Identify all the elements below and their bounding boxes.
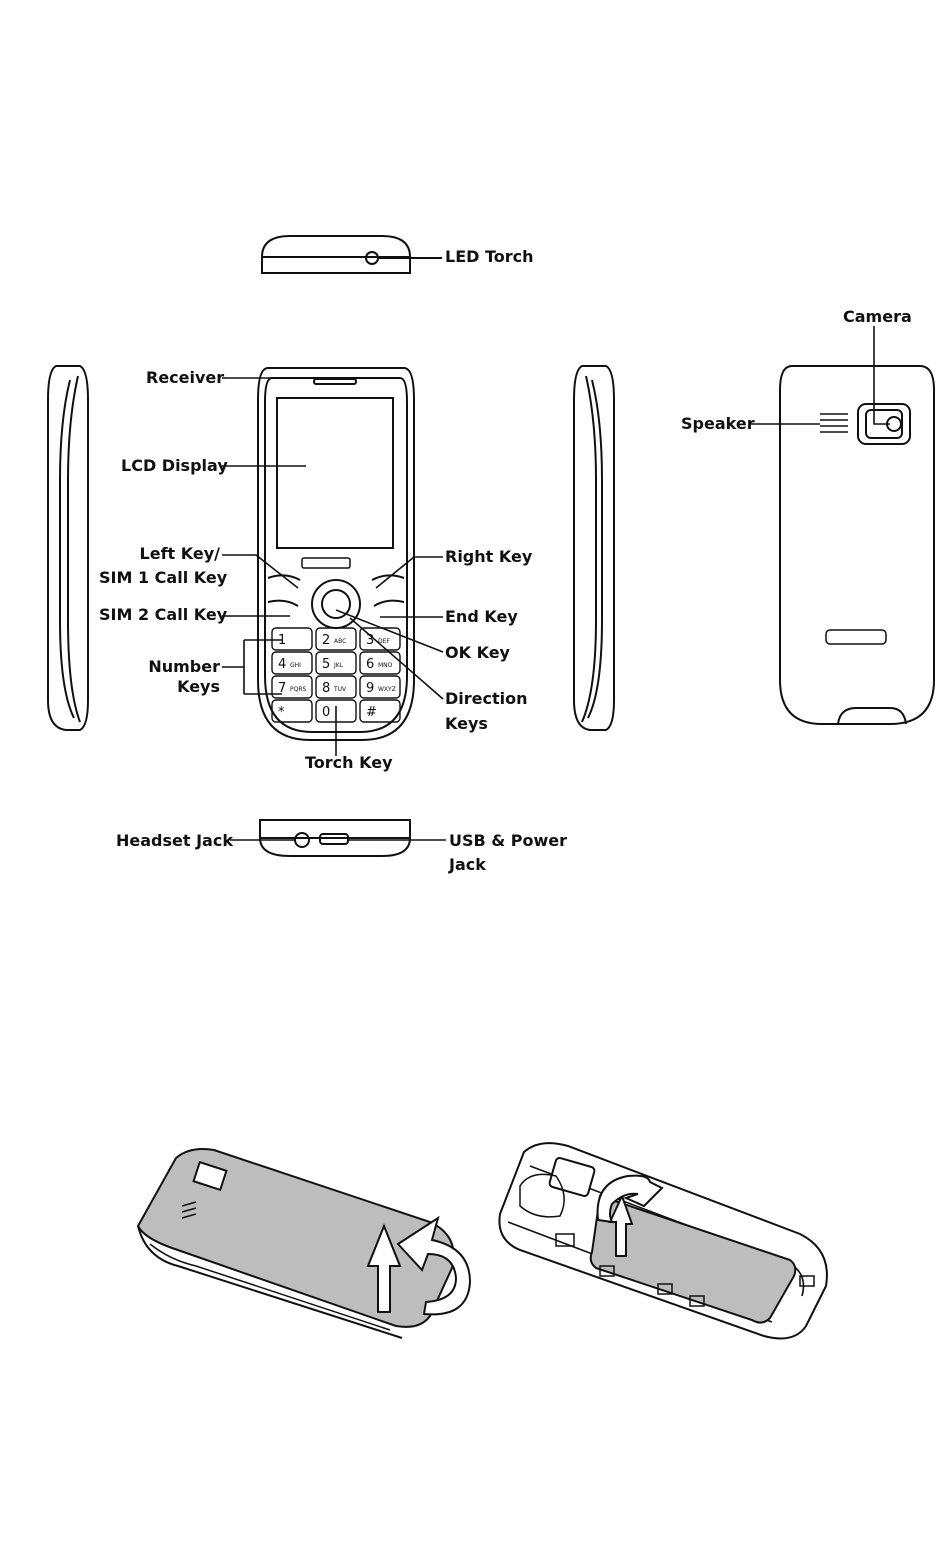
phone-left-side-view [48,366,88,730]
cover-removal-illustration [138,1149,470,1338]
key-letters: TUV [333,686,347,693]
usb-power-label-line1: USB & Power [449,830,567,852]
key-digit: 1 [278,633,286,648]
brand-logo [302,558,350,568]
number-keys-label-line1: Number [120,656,220,678]
back-brand-logo [826,630,886,644]
key-digit: * [278,705,285,720]
camera-label: Camera [843,306,912,328]
sim2-call-key-label: SIM 2 Call Key [99,604,227,626]
number-keys-label-line2: Keys [120,676,220,698]
key-letters: DEF [378,638,390,645]
receiver-slot [314,379,356,384]
ok-key-label: OK Key [445,642,510,664]
key-digit: 5 [322,657,330,672]
key-digit: 4 [278,657,286,672]
led-torch-label: LED Torch [445,246,534,268]
phone-bottom-view [260,820,410,856]
left-key-label-line1: Left Key/ [100,543,220,565]
key-digit: 9 [366,681,374,696]
key-digit: 6 [366,657,374,672]
key-letters: PQRS [290,686,307,693]
key-letters: ABC [334,638,346,645]
left-key-label-line2: SIM 1 Call Key [99,567,227,589]
key-digit: 7 [278,681,286,696]
direction-keys-label-line2: Keys [445,713,488,735]
key-letters: JKL [333,662,344,669]
key-digit: 8 [322,681,330,696]
headset-jack-icon [295,833,309,847]
phone-back-view [780,366,934,724]
speaker-grille [820,414,848,432]
speaker-label: Speaker [681,413,755,435]
key-letters: MNO [378,662,393,669]
end-key-label: End Key [445,606,518,628]
key-digit: 2 [322,633,330,648]
key-letters: WXYZ [378,686,396,693]
key-digit: # [366,705,377,720]
battery-install-illustration [499,1143,827,1338]
receiver-label: Receiver [146,367,224,389]
key-digit: 3 [366,633,374,648]
direction-keys-label-line1: Direction [445,688,528,710]
lcd-screen [277,398,393,548]
lcd-display-label: LCD Display [121,455,228,477]
key-digit: 0 [322,705,330,720]
right-key-label: Right Key [445,546,532,568]
key-letters: GHI [290,662,301,669]
usb-power-label-line2: Jack [449,854,486,876]
headset-jack-label: Headset Jack [116,830,233,852]
torch-key-label: Torch Key [305,752,393,774]
phone-top-view [262,236,442,273]
phone-right-side-view [574,366,614,730]
